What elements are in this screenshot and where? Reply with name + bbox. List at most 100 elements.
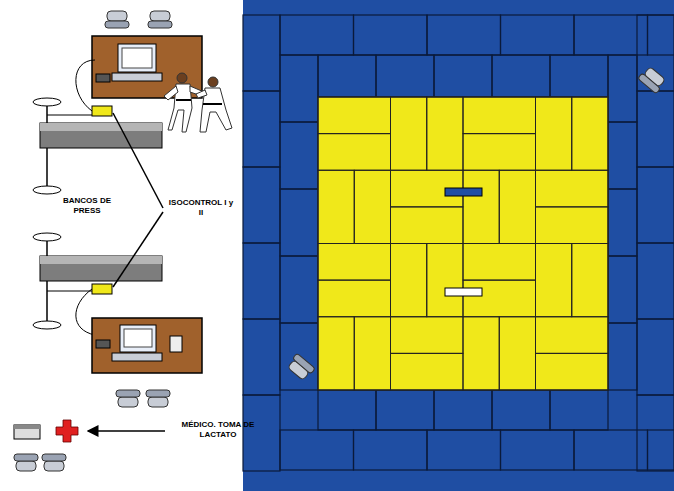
desk: [92, 318, 202, 373]
monitor: [120, 325, 156, 352]
tile: [637, 395, 674, 471]
tile: [463, 280, 536, 317]
tile: [243, 319, 280, 395]
judge-chair: [638, 65, 667, 93]
leader-line: [113, 113, 163, 208]
tile: [608, 256, 637, 323]
tile: [318, 134, 391, 171]
tile: [391, 353, 464, 390]
tile: [391, 97, 427, 170]
tile: [434, 390, 492, 430]
tile: [354, 170, 390, 243]
press-bench: [33, 233, 162, 329]
tile: [354, 15, 428, 55]
mat-border: [243, 0, 674, 491]
competition-area: [318, 97, 608, 390]
judge-chair: [286, 353, 315, 381]
tile: [434, 55, 492, 97]
tile: [243, 91, 280, 167]
tile: [376, 390, 434, 430]
isocontrol-device: [92, 284, 112, 294]
tile: [280, 55, 318, 122]
isocontrol-device: [92, 106, 112, 116]
tile: [391, 317, 464, 354]
lactate-analyzer: [14, 425, 40, 439]
tile: [280, 323, 318, 390]
tile: [463, 134, 536, 171]
tile: [499, 317, 535, 390]
tile: [637, 91, 674, 167]
tile: [550, 55, 608, 97]
tile: [536, 97, 572, 170]
bench-label: BANCOS DE PRESS: [62, 196, 112, 216]
tile: [318, 244, 391, 281]
tile: [499, 170, 535, 243]
tile: [536, 353, 609, 390]
tile: [492, 55, 550, 97]
tile: [427, 430, 501, 470]
tile: [501, 15, 575, 55]
chair: [42, 454, 66, 471]
tile: [463, 170, 499, 243]
tile: [280, 430, 354, 470]
tile: [318, 317, 354, 390]
tile: [536, 207, 609, 244]
tile: [280, 15, 354, 55]
press-bench: [33, 98, 162, 194]
tile: [536, 244, 572, 317]
start-mark-blue: [445, 188, 482, 196]
tile: [463, 317, 499, 390]
tile: [608, 189, 637, 256]
tile: [427, 244, 463, 317]
tile: [501, 430, 575, 470]
leader-line: [113, 212, 163, 287]
tile: [427, 97, 463, 170]
tile: [572, 97, 608, 170]
tile: [648, 430, 674, 470]
chair: [14, 454, 38, 471]
tile: [243, 243, 280, 319]
judo-figures: [164, 73, 232, 132]
mat-tiles: [243, 15, 674, 471]
tile: [243, 15, 280, 91]
monitor: [118, 44, 156, 72]
competition-tiles: [318, 97, 608, 390]
tile: [354, 430, 428, 470]
chair: [146, 390, 170, 407]
tile: [492, 390, 550, 430]
tile: [637, 319, 674, 395]
tile: [463, 97, 536, 134]
start-mark-white: [445, 288, 482, 296]
chair: [105, 11, 129, 28]
tile: [280, 122, 318, 189]
tile: [318, 390, 376, 430]
tile: [608, 55, 637, 122]
tile: [536, 170, 609, 207]
tile: [318, 280, 391, 317]
device-label: ISOCONTROL I y II: [166, 198, 236, 218]
tile: [243, 167, 280, 243]
tile: [376, 55, 434, 97]
tile: [608, 323, 637, 390]
tile: [243, 395, 280, 471]
chair: [116, 390, 140, 407]
tile: [391, 207, 464, 244]
chair: [148, 11, 172, 28]
tile: [391, 244, 427, 317]
tile: [318, 55, 376, 97]
tile: [280, 189, 318, 256]
tile: [637, 243, 674, 319]
medical-cross: [56, 420, 78, 442]
tile: [637, 167, 674, 243]
tile: [318, 170, 354, 243]
tile: [463, 244, 536, 281]
tile: [648, 15, 674, 55]
tile: [427, 15, 501, 55]
tile: [318, 97, 391, 134]
medical-label: MÉDICO. TOMA DE LACTATO: [168, 420, 268, 440]
tile: [280, 256, 318, 323]
tile: [608, 122, 637, 189]
tile: [536, 317, 609, 354]
